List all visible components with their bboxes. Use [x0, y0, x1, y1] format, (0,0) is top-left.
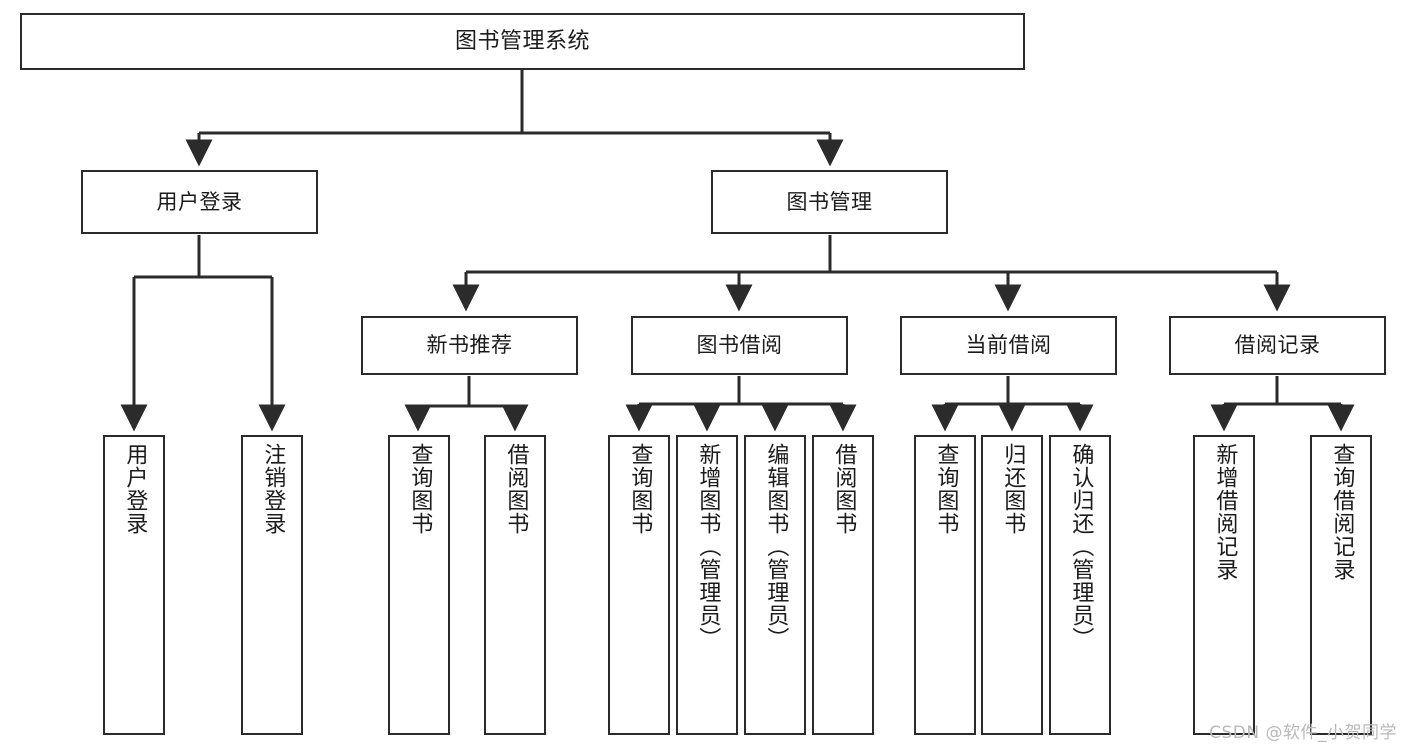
- node-current-confirm-return[interactable]: 确认归还（管理员）: [1049, 435, 1111, 735]
- node-user-login-label: 用户登录: [156, 189, 243, 214]
- node-current-confirm-return-label: 确认归还（管理员）: [1068, 443, 1094, 650]
- node-records-query-record-label: 查询借阅记录: [1329, 443, 1355, 581]
- node-current-borrow[interactable]: 当前借阅: [900, 316, 1117, 375]
- node-records-add-record-label: 新增借阅记录: [1212, 443, 1238, 581]
- node-newbook-borrow-book-label: 借阅图书: [503, 443, 529, 535]
- node-borrow-add-book-label: 新增图书（管理员）: [695, 443, 721, 650]
- node-borrow-edit-book-label: 编辑图书（管理员）: [763, 443, 789, 650]
- node-borrow-query-book[interactable]: 查询图书: [608, 435, 670, 735]
- node-book-borrow-label: 图书借阅: [696, 333, 783, 358]
- node-login-logout-label: 注销登录: [260, 443, 286, 535]
- node-root[interactable]: 图书管理系统: [20, 13, 1025, 70]
- node-current-query-book-label: 查询图书: [933, 443, 959, 535]
- node-borrow-records-label: 借阅记录: [1234, 333, 1321, 358]
- csdn-watermark: CSDN @软件_小贺同学: [1209, 723, 1397, 743]
- node-login-user-label: 用户登录: [122, 443, 148, 535]
- node-borrow-add-book[interactable]: 新增图书（管理员）: [676, 435, 738, 735]
- node-current-return-book-label: 归还图书: [1000, 443, 1026, 535]
- node-records-add-record[interactable]: 新增借阅记录: [1193, 435, 1255, 735]
- node-borrow-query-book-label: 查询图书: [627, 443, 653, 535]
- node-book-manage-label: 图书管理: [786, 189, 873, 214]
- node-records-query-record[interactable]: 查询借阅记录: [1310, 435, 1372, 735]
- node-current-return-book[interactable]: 归还图书: [981, 435, 1043, 735]
- node-book-borrow[interactable]: 图书借阅: [631, 316, 848, 375]
- node-borrow-borrow-book-label: 借阅图书: [831, 443, 857, 535]
- node-book-manage[interactable]: 图书管理: [711, 170, 948, 234]
- node-newbook-query-book-label: 查询图书: [407, 443, 433, 535]
- node-login-user[interactable]: 用户登录: [103, 435, 165, 735]
- node-login-logout[interactable]: 注销登录: [241, 435, 303, 735]
- node-borrow-edit-book[interactable]: 编辑图书（管理员）: [744, 435, 806, 735]
- node-new-book[interactable]: 新书推荐: [361, 316, 578, 375]
- node-new-book-label: 新书推荐: [426, 333, 513, 358]
- node-newbook-borrow-book[interactable]: 借阅图书: [484, 435, 546, 735]
- node-borrow-borrow-book[interactable]: 借阅图书: [812, 435, 874, 735]
- node-current-borrow-label: 当前借阅: [965, 333, 1052, 358]
- node-user-login[interactable]: 用户登录: [81, 170, 318, 234]
- node-newbook-query-book[interactable]: 查询图书: [388, 435, 450, 735]
- node-borrow-records[interactable]: 借阅记录: [1169, 316, 1386, 375]
- node-root-label: 图书管理系统: [454, 28, 590, 54]
- node-current-query-book[interactable]: 查询图书: [914, 435, 976, 735]
